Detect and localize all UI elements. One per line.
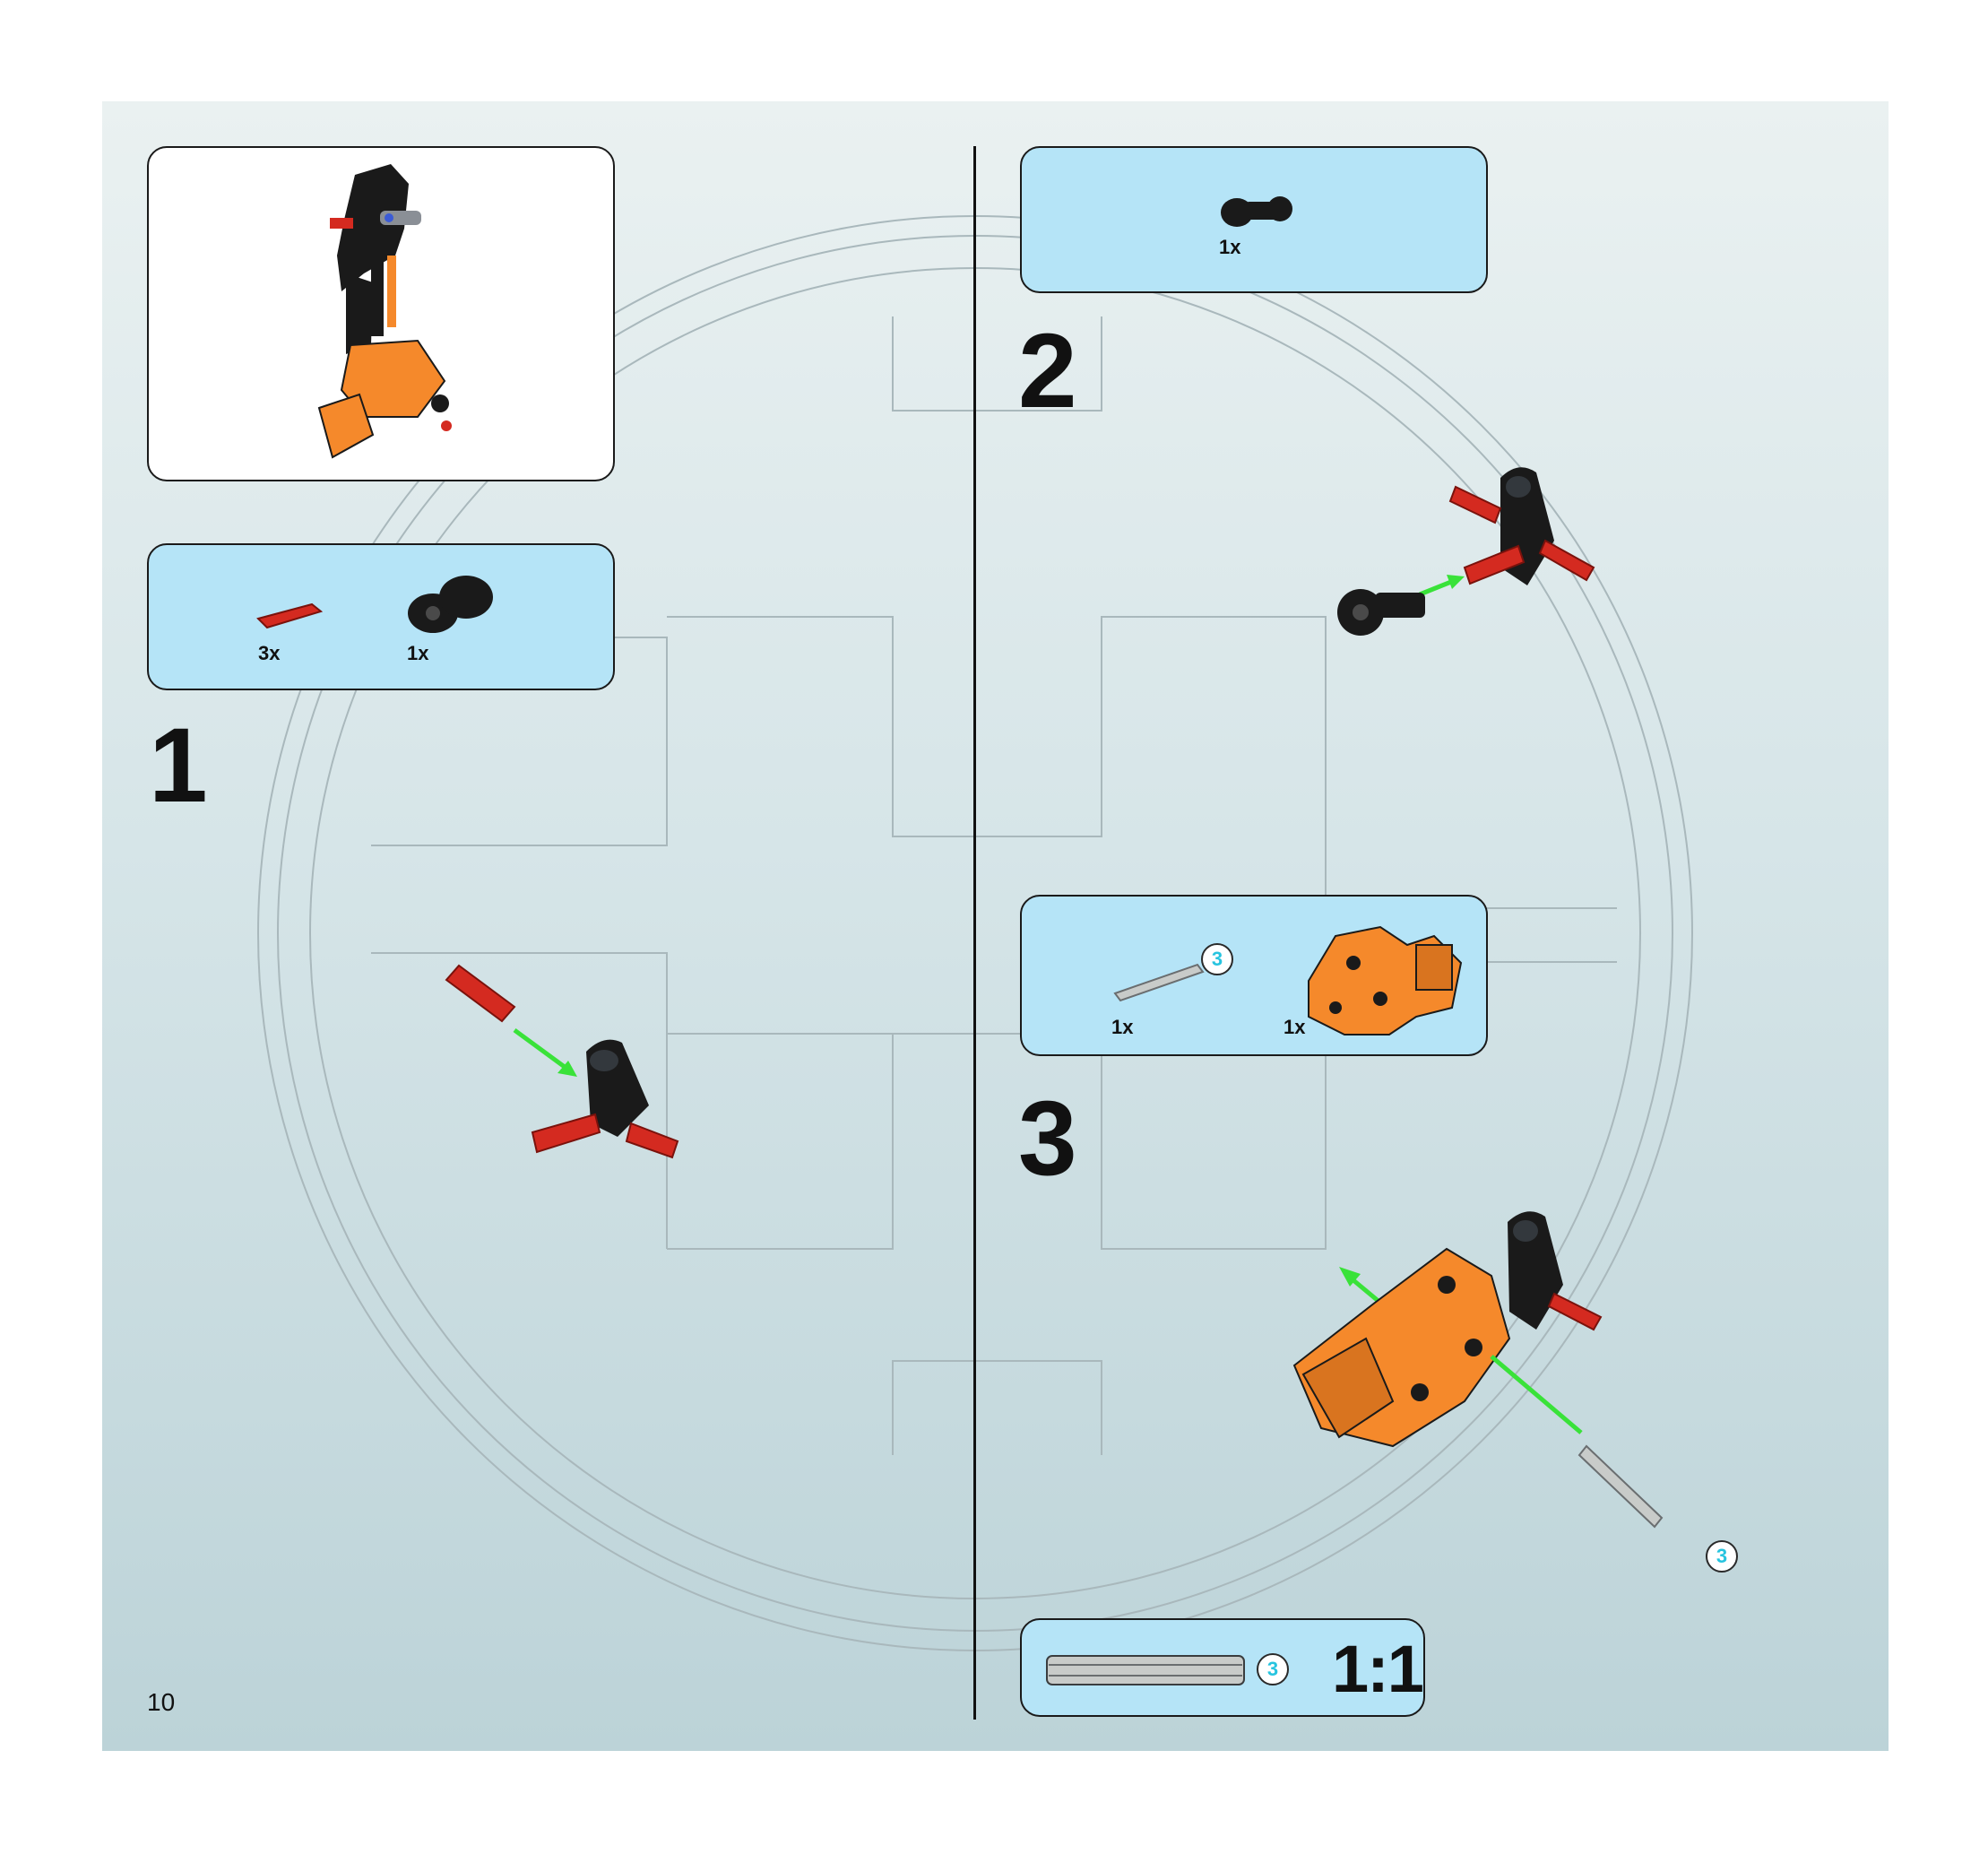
submodel-preview-box (147, 146, 615, 481)
leg-submodel-illustration (149, 148, 617, 483)
step3-part2-qty: 1x (1284, 1016, 1305, 1039)
gray-axle-icon (1111, 959, 1210, 1004)
step2-part1-qty: 1x (1219, 236, 1240, 259)
scale-length-badge: 3 (1257, 1653, 1289, 1685)
step1-parts-callout: 3x 1x (147, 543, 615, 690)
step3-parts-callout: 3 1x 1x (1020, 895, 1488, 1056)
step3-axle-badge: 3 (1706, 1540, 1738, 1573)
red-pin-icon (255, 599, 326, 635)
orange-armor-icon (1282, 909, 1470, 1044)
step1-number: 1 (149, 713, 208, 819)
step3-number: 3 (1018, 1086, 1077, 1191)
page-number: 10 (147, 1688, 175, 1717)
step2-assembly-illustration (1321, 460, 1698, 729)
black-ball-joint-icon (1217, 184, 1298, 234)
step2-parts-callout: 1x (1020, 146, 1488, 293)
step3-assembly-illustration (1267, 1195, 1733, 1616)
step3-part1-qty: 1x (1111, 1016, 1133, 1039)
step1-part2-qty: 1x (407, 642, 428, 665)
scale-ratio-label: 1:1 (1332, 1636, 1422, 1703)
black-connector-icon (402, 568, 500, 640)
step2-number: 2 (1018, 318, 1077, 424)
step1-part1-qty: 3x (258, 642, 280, 665)
instruction-page: 3x 1x 1 1x 2 (102, 101, 1889, 1751)
axle-scale-icon (1045, 1652, 1251, 1688)
step1-assembly-illustration (443, 953, 819, 1186)
scale-reference-box: 3 1:1 (1020, 1618, 1425, 1717)
step-divider (973, 146, 976, 1720)
step3-axle-length-badge: 3 (1201, 943, 1233, 975)
